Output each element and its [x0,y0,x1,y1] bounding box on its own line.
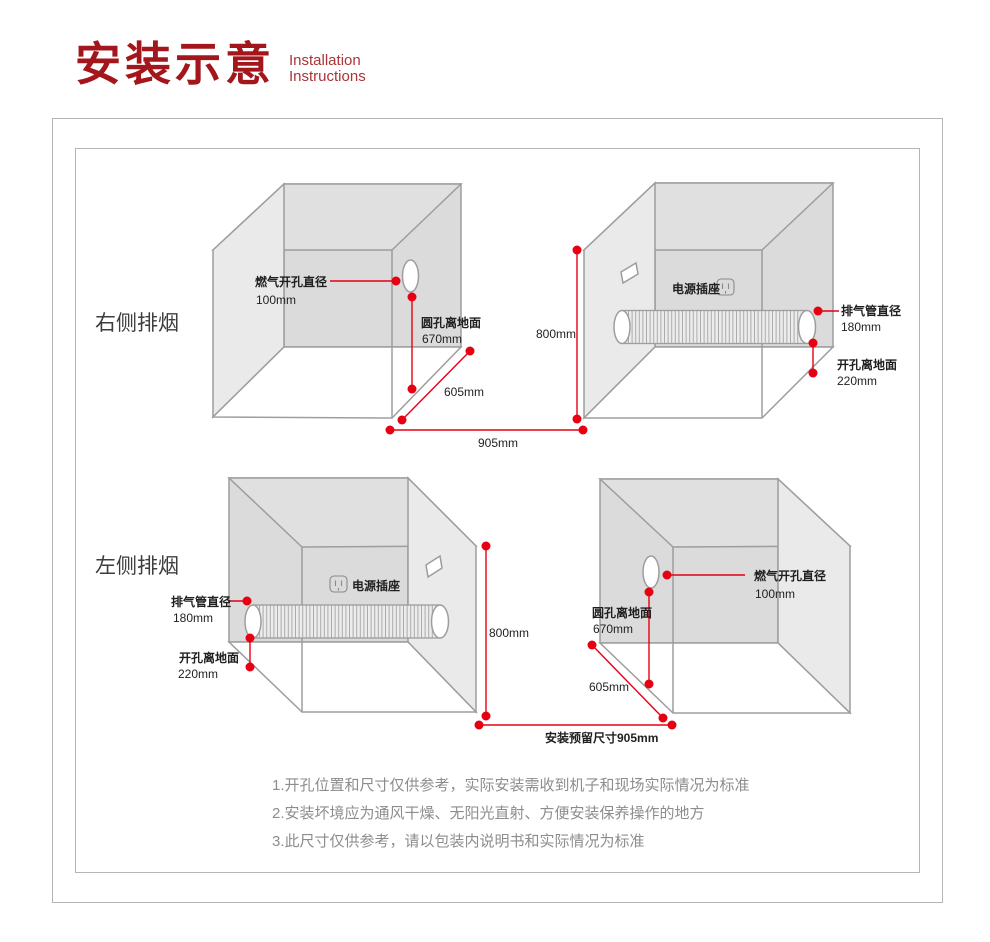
pipe-diameter-label: 排气管直径 [171,594,231,609]
depth-value: 605mm [444,385,484,399]
red-dot [481,541,491,551]
inner-frame [75,148,920,873]
section-label-left-exhaust: 左侧排烟 [95,555,179,578]
vent-slot [620,261,639,285]
gas-hole-diameter-label: 燃气开孔直径 [754,568,826,583]
round-hole-floor-value: 670mm [422,332,462,346]
pipe-diameter-label: 排气管直径 [841,303,901,318]
span-dimension-bottom: 安装预留尺寸905mm [474,720,677,745]
gas-hole [401,259,420,293]
red-dot [572,245,582,255]
section-label-right-exhaust: 右侧排烟 [95,312,179,335]
gas-hole-diameter-label: 燃气开孔直径 [255,274,327,289]
vent-slot [425,554,443,579]
round-hole-floor-label: 圆孔离地面 [592,605,652,620]
gas-hole-diameter-value: 100mm [256,293,296,307]
red-dot [587,640,597,650]
red-dot [407,292,417,302]
page-subtitle-line2: Instructions [289,68,366,86]
exhaust-pipe-body [253,605,440,638]
red-dot [242,596,252,606]
red-dot [474,720,484,730]
floor [598,642,852,714]
gas-hole [642,555,660,589]
note-line: 1.开孔位置和尺寸仅供参考，实际安装需收到机子和现场实际情况为标准 [272,777,750,794]
page-subtitle: Installation Instructions [289,53,366,85]
height-value: 800mm [536,327,576,341]
opening-floor-value: 220mm [837,374,877,388]
diagram-right-exhaust-pipe-view: 电源插座 800mm 排气管直径 180mm 开孔离地面 220mm [536,181,901,424]
red-dot [385,425,395,435]
pipe-end-left [613,309,631,345]
red-dot [662,570,672,580]
red-dot [644,587,654,597]
pipe-diameter-value: 180mm [841,320,881,334]
red-dot [578,425,588,435]
span-value: 905mm [478,436,518,450]
diagram-left-exhaust-hole-view: 燃气开孔直径 100mm 圆孔离地面 670mm 605mm [587,477,852,723]
red-dot [407,384,417,394]
pipe-end-left [244,604,262,639]
round-hole-floor-value: 670mm [593,622,633,636]
red-dot [245,662,255,672]
power-socket-icon [329,575,348,593]
opening-floor-label: 开孔离地面 [837,357,897,372]
gas-hole-diameter-value: 100mm [755,587,795,601]
depth-dim-line [401,350,471,421]
floor [582,346,835,419]
outer-frame [52,118,943,903]
diagram-left-exhaust-pipe-view: 电源插座 排气管直径 180mm 开孔离地面 220mm 800mm [171,476,529,721]
note-line: 2.安装坏境应为通风干燥、无阳光直射、方便安装保养操作的地方 [272,805,705,822]
power-socket-label: 电源插座 [672,281,720,296]
pipe-diameter-value: 180mm [173,611,213,625]
red-dot [808,338,818,348]
red-dot [245,633,255,643]
opening-floor-label: 开孔离地面 [179,650,239,665]
red-dot [658,713,668,723]
depth-dim-line [591,644,664,719]
red-dot [808,368,818,378]
page-title: 安装示意 [75,38,275,90]
installation-notes: 1.开孔位置和尺寸仅供参考，实际安装需收到机子和现场实际情况为标准 2.安装坏境… [272,772,750,856]
height-value: 800mm [489,626,529,640]
depth-value: 605mm [589,680,629,694]
red-dot [391,276,401,286]
red-dot [572,414,582,424]
opening-floor-value: 220mm [178,667,218,681]
red-dot [481,711,491,721]
floor [211,346,463,419]
page-header: 安装示意 Installation Instructions [75,38,366,90]
pipe-end-right [797,309,817,345]
red-dot [667,720,677,730]
red-dot [644,679,654,689]
power-socket-icon [716,278,735,296]
red-dot [813,306,823,316]
round-hole-floor-label: 圆孔离地面 [421,315,481,330]
power-socket-label: 电源插座 [352,578,400,593]
pipe-end-right [430,604,450,639]
red-dot [465,346,475,356]
note-line: 3.此尺寸仅供参考，请以包装内说明书和实际情况为标准 [272,833,645,850]
diagram-right-exhaust-hole-view: 燃气开孔直径 100mm 圆孔离地面 670mm 605mm [211,182,484,425]
red-dot [397,415,407,425]
reserved-span-label: 安装预留尺寸905mm [545,730,658,745]
page-subtitle-line1: Installation [289,52,361,70]
span-dimension-top: 905mm [385,425,588,450]
